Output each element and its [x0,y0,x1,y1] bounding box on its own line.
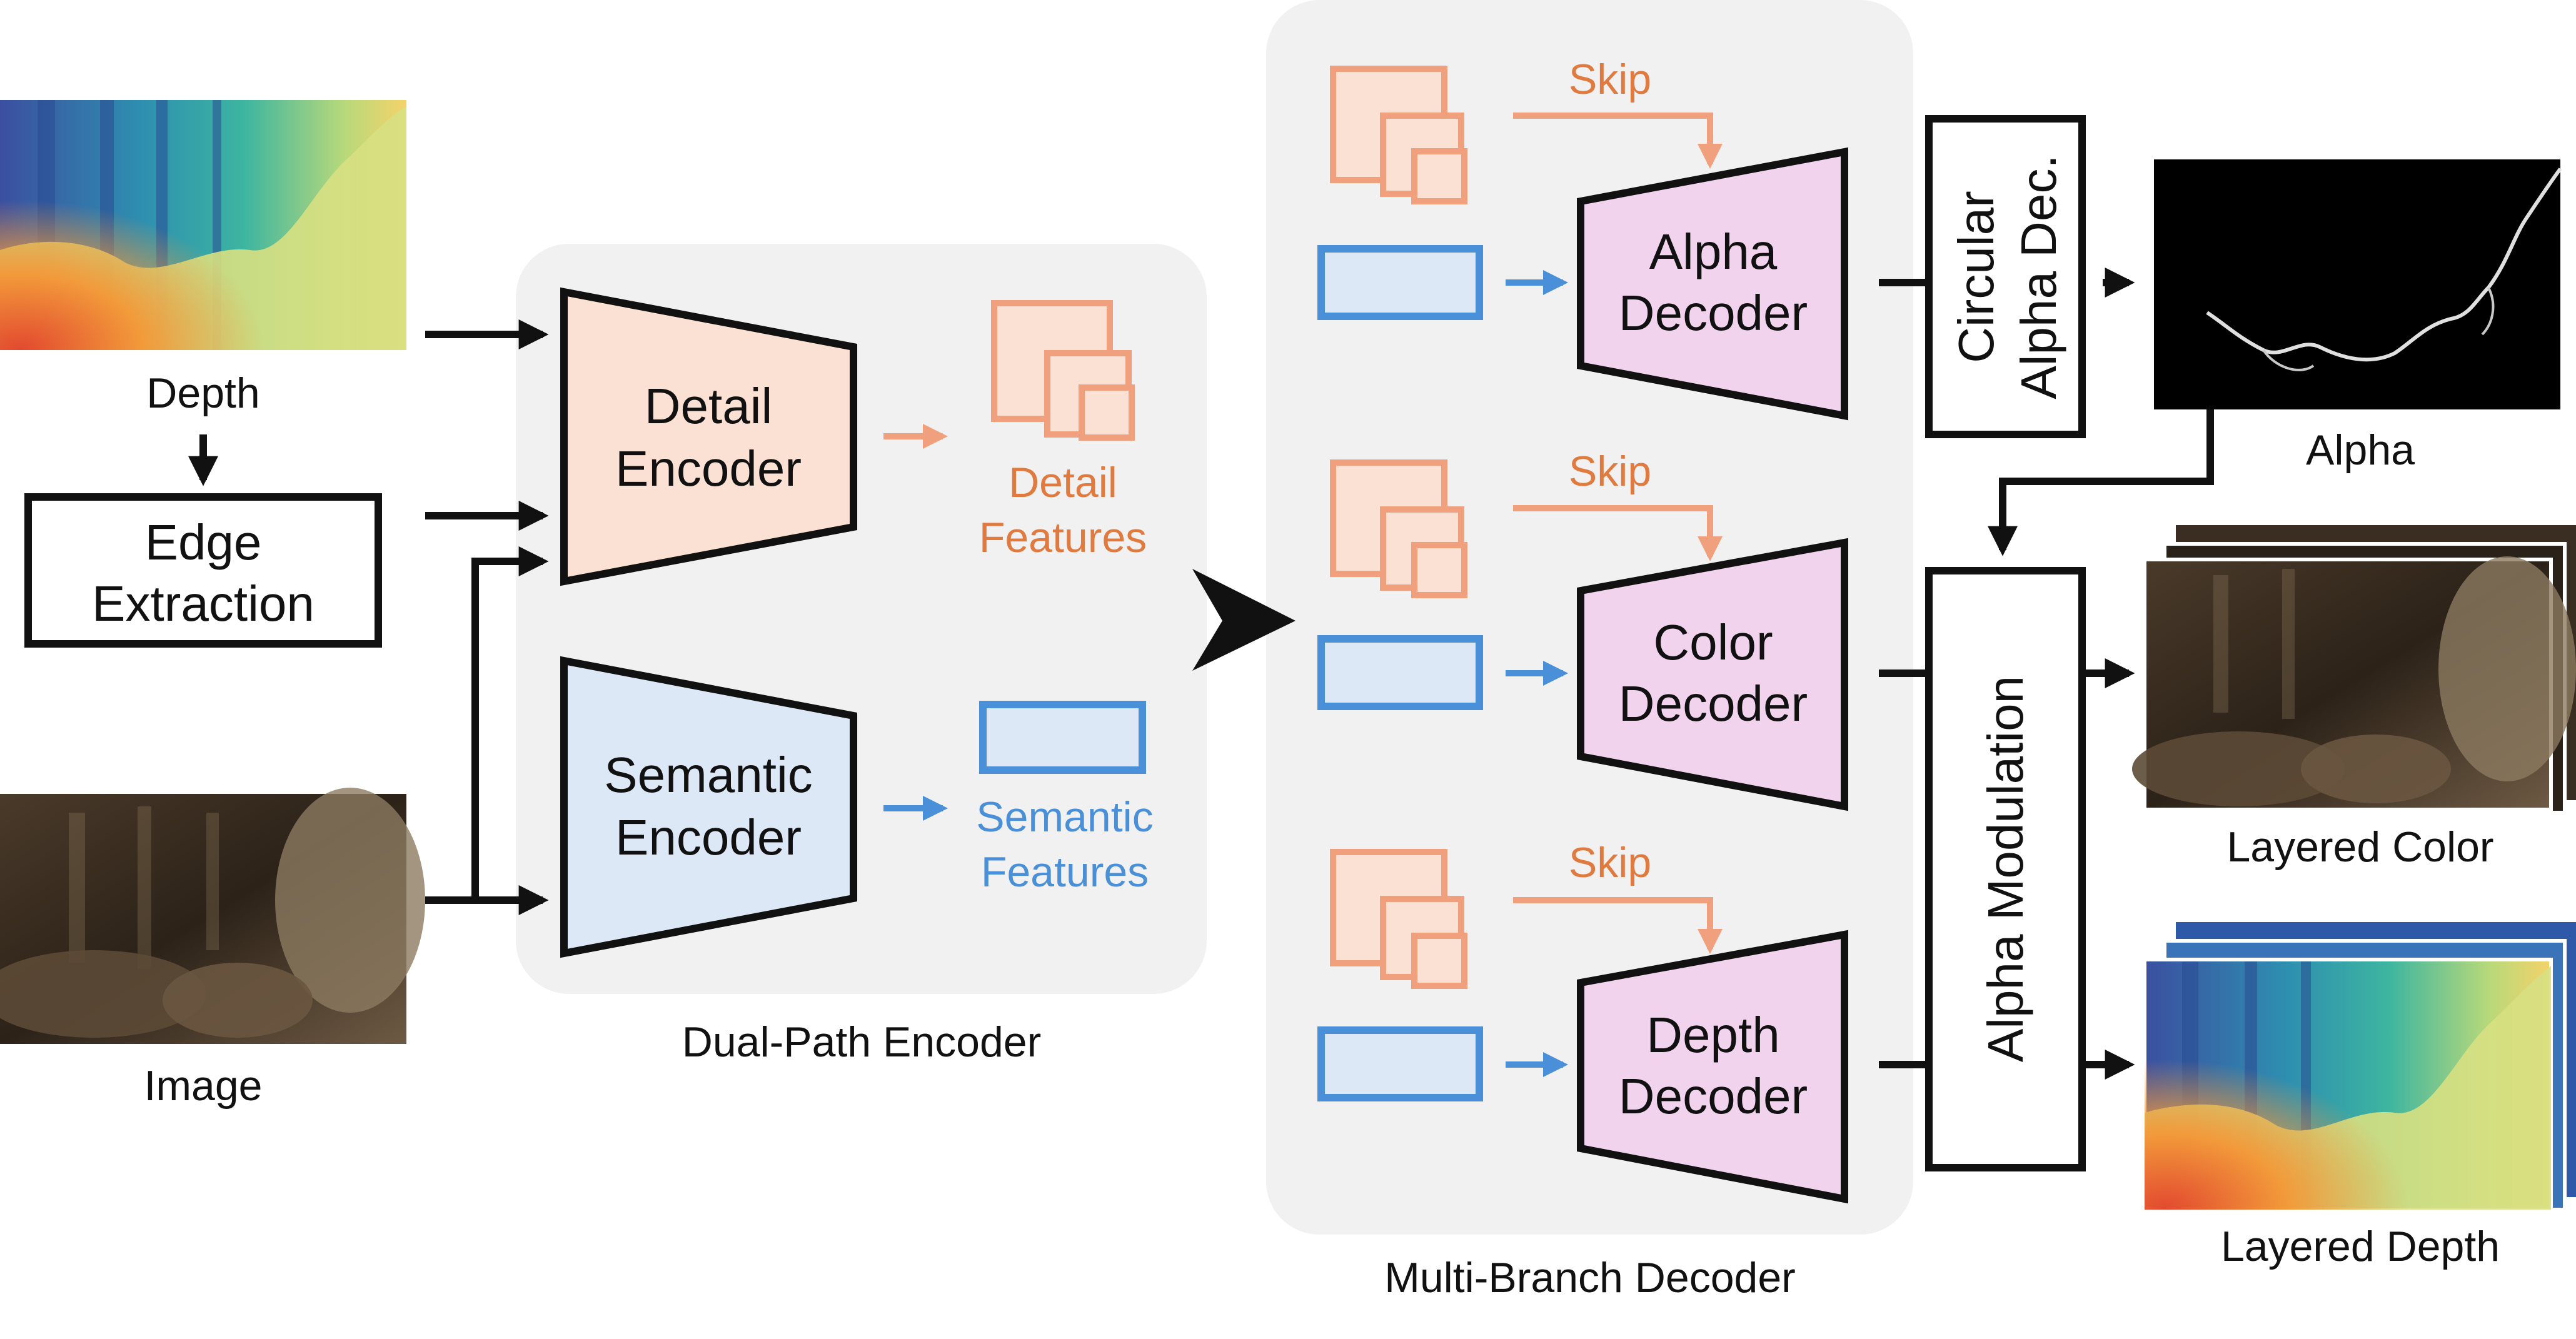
alpha-modulation-box [1925,567,2086,1171]
alpha-semantic-input-icon [1317,245,1483,320]
alpha-decoder-label-line2: Decoder [1619,285,1808,341]
alpha-output-label: Alpha [2306,426,2415,474]
semantic-features-label-line1: Semantic [976,793,1153,841]
chevron-arrow-icon [1192,569,1296,671]
image-to-detail-arrow [471,546,549,900]
layered-color-image [2132,525,2576,815]
edge-extraction-label-line1: Edge [145,514,262,570]
detail-encoder [560,287,857,586]
layered-depth-image [2143,922,2576,1211]
depth-semantic-input-icon [1317,1026,1483,1101]
color-decoder-label-line1: Color [1653,614,1773,670]
detail-encoder-label-line2: Encoder [615,441,802,496]
alpha-modulation-label: Alpha Modulation [1978,676,2033,1062]
depth-branch: Skip Depth Decoder [1317,839,1848,1204]
alpha-matte-image [2154,159,2562,409]
color-skip-label: Skip [1569,448,1651,495]
circular-alpha-decoder-box [1925,115,2086,438]
semantic-encoder-label-line1: Semantic [604,747,812,803]
depth-label: Depth [146,369,259,417]
detail-encoder-label-line1: Detail [645,378,773,434]
edge-extraction-box [24,493,382,648]
alpha-skip-label: Skip [1569,56,1651,103]
depth-decoder [1577,930,1848,1204]
depth-skip-arrow [1513,897,1723,954]
circular-alpha-label-line1: Circular [1948,191,2004,363]
layered-depth-label: Layered Depth [2221,1223,2500,1270]
alpha-decoder-label-line1: Alpha [1649,224,1778,279]
alpha-to-modulation-arrow [1988,409,2214,556]
semantic-features-label-line2: Features [981,848,1149,896]
depth-input-image [0,100,406,350]
alpha-skip-features-icon [1330,66,1467,204]
decoder-panel-label: Multi-Branch Decoder [1384,1254,1796,1301]
detail-features-label-line2: Features [979,514,1147,561]
detail-features-icon [991,300,1135,441]
edge-extraction-label-line2: Extraction [92,576,314,631]
detail-features-label-line1: Detail [1009,459,1117,506]
color-decoder [1577,538,1848,811]
layered-color-label: Layered Color [2226,823,2493,871]
encoder-panel-label: Dual-Path Encoder [682,1018,1042,1066]
alpha-skip-arrow [1513,113,1723,169]
depth-skip-features-icon [1330,849,1467,989]
depth-skip-label: Skip [1569,839,1651,886]
circular-alpha-label-line2: Alpha Dec. [2011,154,2066,399]
color-skip-features-icon [1330,459,1467,598]
depth-decoder-label-line1: Depth [1646,1007,1779,1063]
image-label: Image [144,1062,263,1110]
semantic-features-icon [979,701,1146,774]
alpha-decoder [1577,147,1848,421]
alpha-branch: Skip Alpha Decoder [1317,56,1848,421]
depth-decoder-label-line2: Decoder [1619,1068,1808,1124]
color-branch: Skip Color Decoder [1317,448,1848,811]
color-decoder-label-line2: Decoder [1619,676,1808,731]
semantic-encoder [560,656,857,958]
image-input-photo [0,788,425,1044]
color-semantic-input-icon [1317,635,1483,710]
semantic-encoder-label-line2: Encoder [615,810,802,865]
color-skip-arrow [1513,505,1723,561]
